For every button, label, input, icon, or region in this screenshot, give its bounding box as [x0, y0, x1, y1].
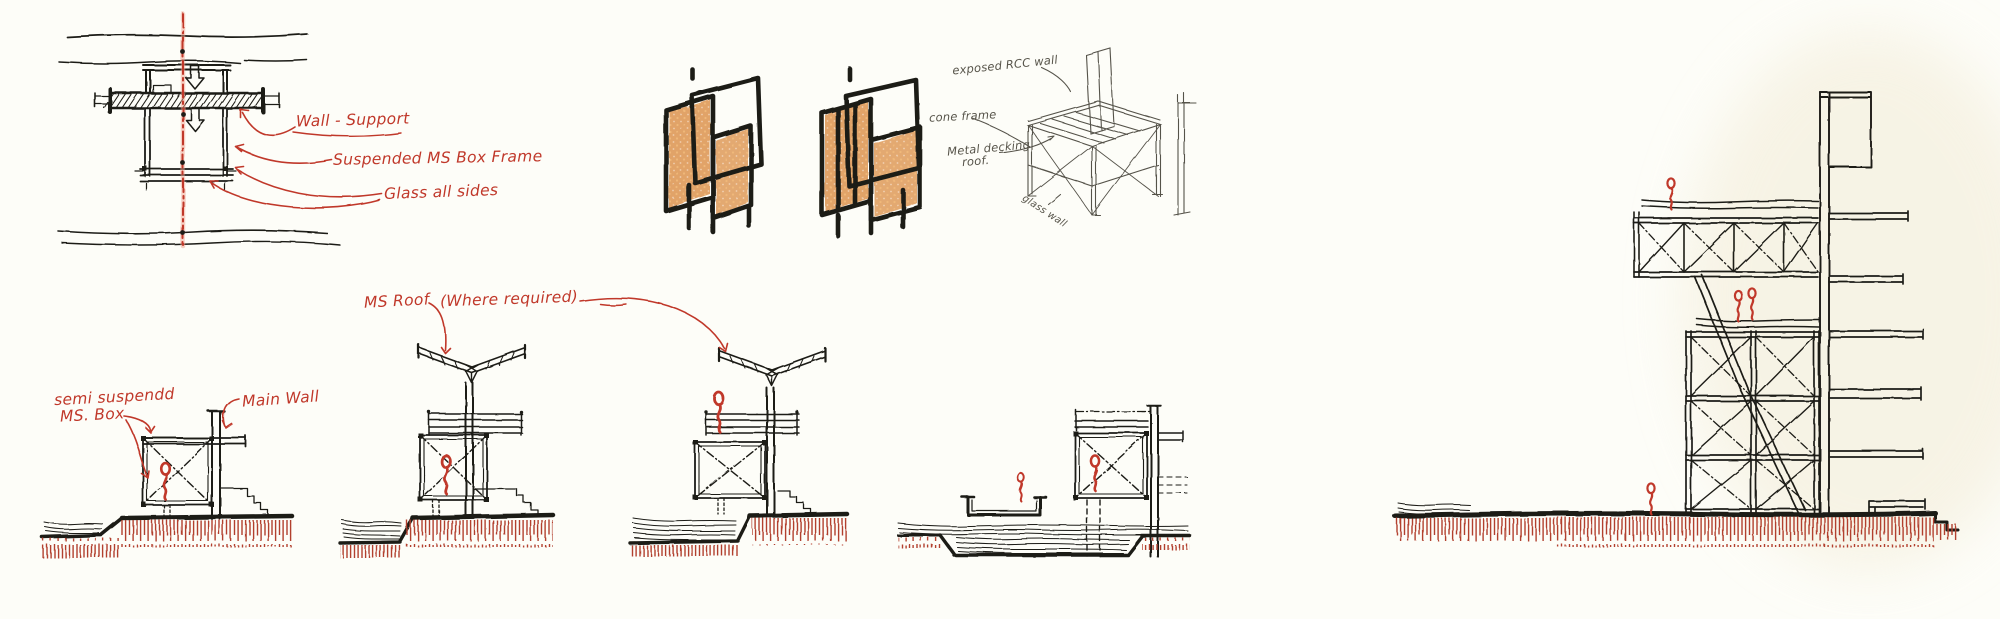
- axon-box-sketches: [663, 66, 923, 239]
- section-d-sketch: [896, 404, 1192, 558]
- suspended-box-detail-sketch: [57, 33, 341, 246]
- paper-tint: [1683, 30, 2000, 570]
- pencil-axon-sketch: [971, 47, 1197, 216]
- load-arrow-icon: [185, 107, 205, 132]
- load-arrow-icon: [185, 65, 205, 90]
- section-a-sketch: [40, 409, 295, 539]
- section-e-sketch: [1392, 91, 1960, 532]
- ground-hatching: [42, 517, 1958, 558]
- section-b-sketch: [338, 343, 556, 545]
- section-c-sketch: [628, 346, 850, 545]
- red-annotation-lines: [123, 11, 729, 479]
- red-figures: [159, 177, 1757, 516]
